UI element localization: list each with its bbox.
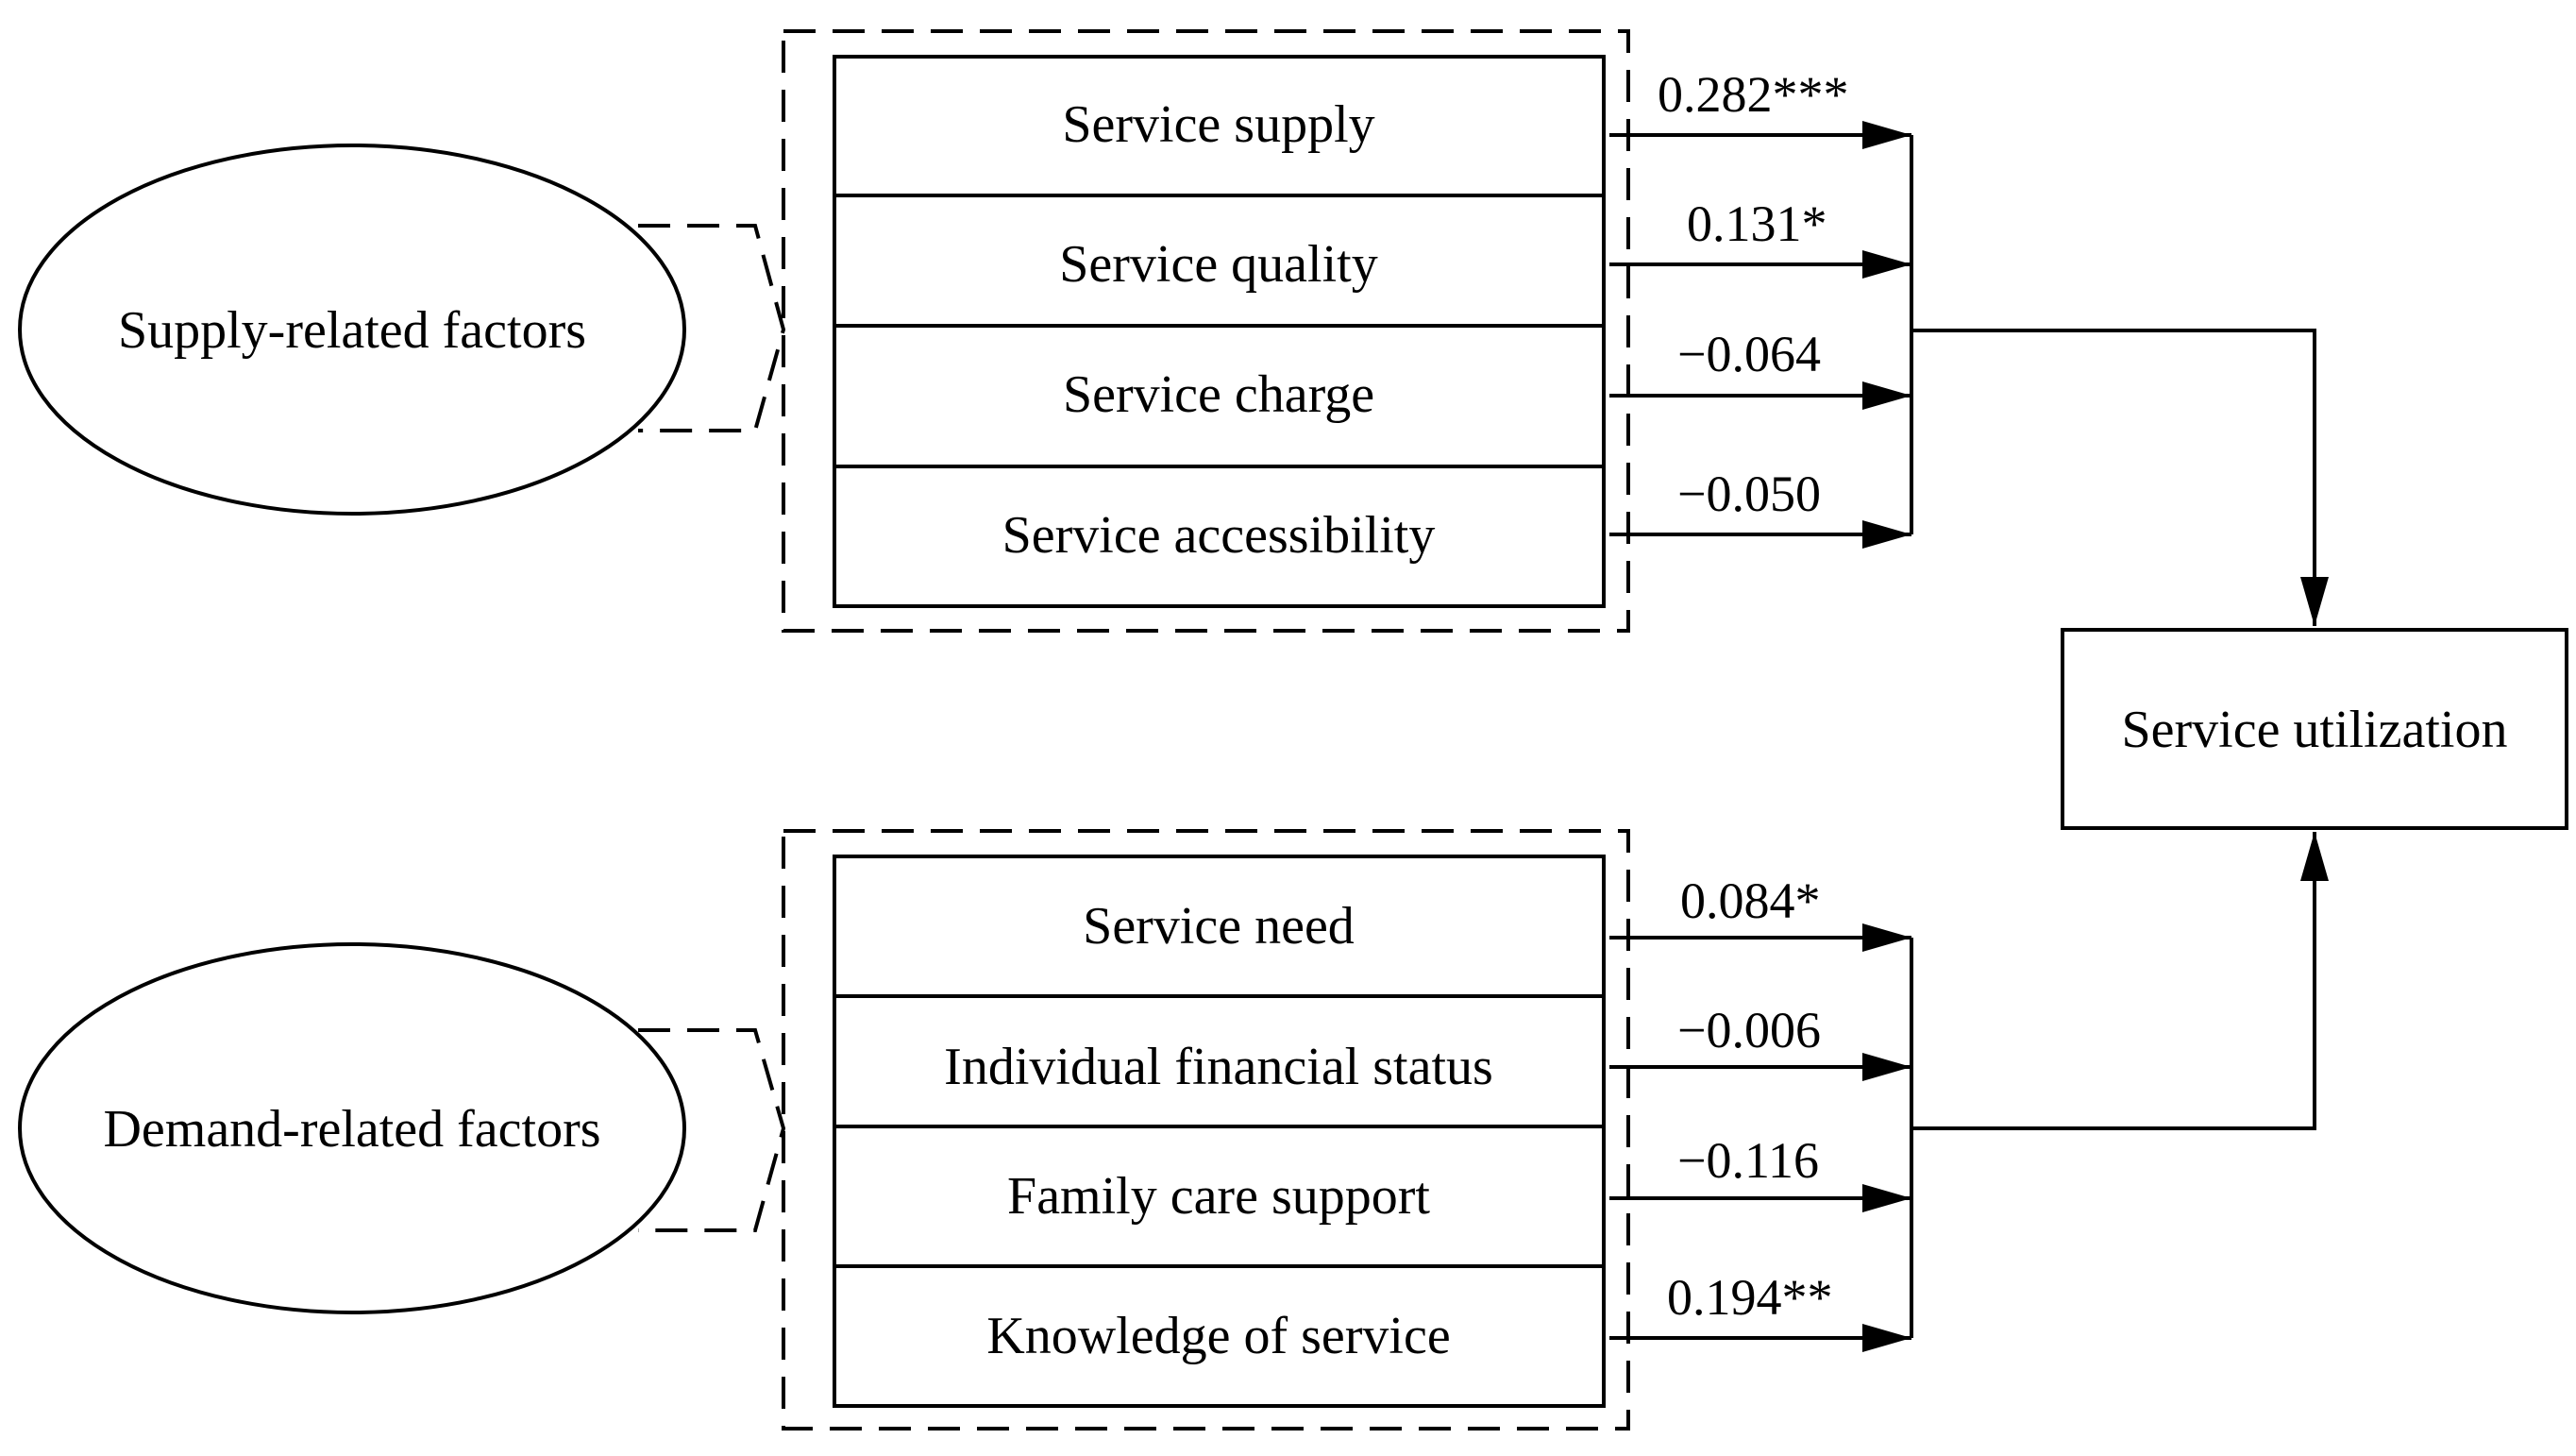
supply-ellipse [18,144,686,516]
factor-knowledge-of-service: Knowledge of service [986,1307,1450,1365]
demand-brace [638,1028,786,1232]
outcome-box [2061,628,2568,830]
supply-group: Supply-related factors Service supply Se… [18,29,1913,633]
factor-service-need: Service need [1083,897,1355,956]
coef-knowledge-of-service: 0.194** [1667,1269,1833,1326]
demand-to-outcome-connector [1911,832,2329,1130]
coef-service-charge: −0.064 [1677,326,1821,382]
demand-group: Demand-related factors Service need Indi… [18,829,1913,1431]
coef-service-supply: 0.282*** [1658,66,1849,123]
demand-factor-box [833,855,1606,1408]
coef-service-need: 0.084* [1680,872,1821,929]
factor-service-charge: Service charge [1063,365,1374,424]
supply-dashed-frame [782,29,1630,633]
coef-individual-financial-status: −0.006 [1677,1002,1821,1058]
outcome-label: Service utilization [2122,701,2508,759]
demand-ellipse [18,942,686,1314]
factor-service-quality: Service quality [1059,235,1377,294]
factor-family-care-support: Family care support [1007,1167,1430,1226]
supply-label: Supply-related factors [118,301,586,360]
factor-service-accessibility: Service accessibility [1002,506,1436,565]
supply-factor-box [833,55,1606,608]
demand-dashed-frame [782,829,1630,1431]
supply-to-outcome-connector [1911,329,2329,626]
coef-service-quality: 0.131* [1687,195,1827,252]
coef-family-care-support: −0.116 [1677,1132,1819,1189]
factor-service-supply: Service supply [1062,95,1374,154]
outcome-group: Service utilization [1911,329,2568,1130]
demand-label: Demand-related factors [103,1100,600,1159]
factor-individual-financial-status: Individual financial status [944,1038,1493,1096]
coef-service-accessibility: −0.050 [1677,466,1821,522]
supply-brace [638,224,786,432]
